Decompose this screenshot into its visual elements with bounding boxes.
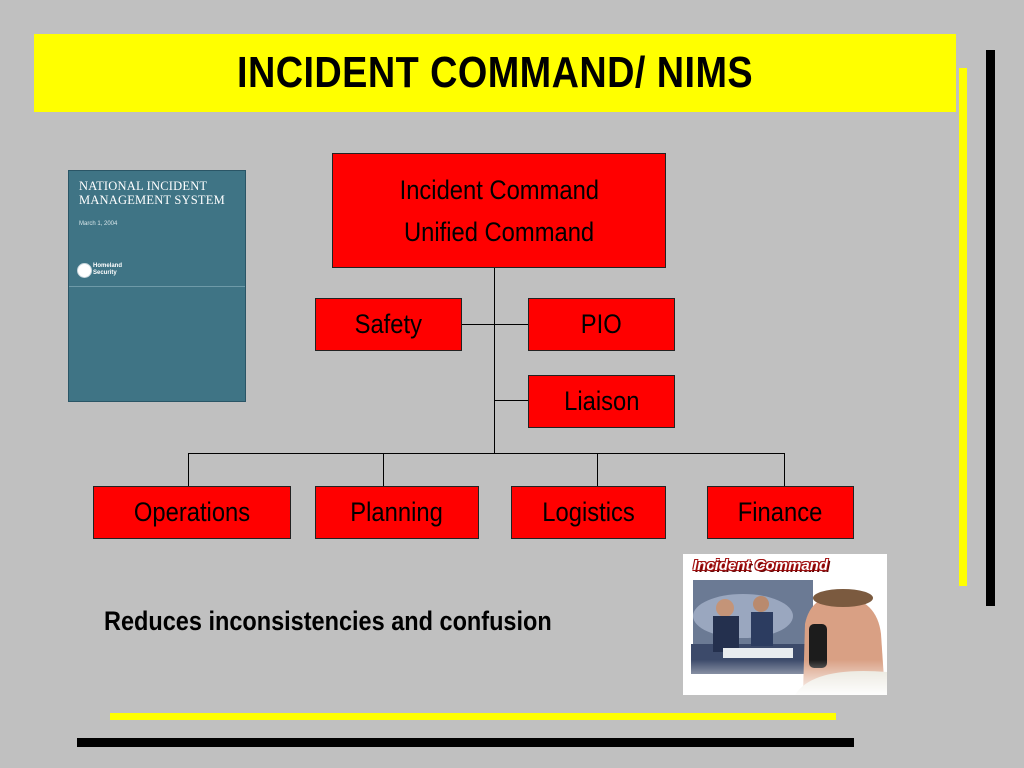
operations-label: Operations: [133, 497, 251, 527]
agency-line1: Homeland: [93, 263, 123, 269]
liaison-label: Liaison: [563, 386, 640, 416]
nims-book-cover: NATIONAL INCIDENT MANAGEMENT SYSTEM Marc…: [68, 170, 246, 402]
logistics-label: Logistics: [542, 497, 635, 527]
liaison-box: Liaison: [528, 375, 675, 428]
bottom-yellow-bar: [110, 713, 836, 720]
book-title: NATIONAL INCIDENT MANAGEMENT SYSTEM: [79, 179, 244, 207]
dhs-seal-icon: [77, 263, 92, 278]
planning-label: Planning: [350, 497, 444, 527]
book-divider: [69, 286, 245, 287]
safety-label: Safety: [354, 309, 423, 339]
tagline: Reduces inconsistencies and confusion: [104, 606, 552, 636]
incident-command-photo: Incident Command: [683, 554, 887, 695]
right-black-bar: [986, 50, 995, 606]
planning-box: Planning: [315, 486, 479, 539]
finance-box: Finance: [707, 486, 854, 539]
agency-line2: Security: [93, 270, 117, 276]
photo-caption: Incident Command: [693, 557, 829, 574]
unified-command-label: Unified Command: [403, 216, 595, 247]
book-date: March 1, 2004: [79, 221, 118, 227]
incident-command-box: Incident Command Unified Command: [332, 153, 666, 268]
photo-scene: [683, 554, 887, 695]
book-title-line1: NATIONAL INCIDENT: [79, 179, 208, 193]
pio-box: PIO: [528, 298, 675, 351]
title-banner: INCIDENT COMMAND/ NIMS: [34, 34, 956, 112]
operations-box: Operations: [93, 486, 291, 539]
finance-label: Finance: [738, 497, 823, 527]
slide-title: INCIDENT COMMAND/ NIMS: [236, 48, 754, 97]
logistics-box: Logistics: [511, 486, 666, 539]
book-title-line2: MANAGEMENT SYSTEM: [79, 193, 225, 207]
bottom-black-bar: [77, 738, 854, 747]
safety-box: Safety: [315, 298, 462, 351]
agency-name: Homeland Security: [93, 263, 133, 277]
incident-command-label: Incident Command: [399, 174, 599, 205]
right-yellow-bar: [959, 68, 967, 586]
pio-label: PIO: [581, 309, 622, 339]
